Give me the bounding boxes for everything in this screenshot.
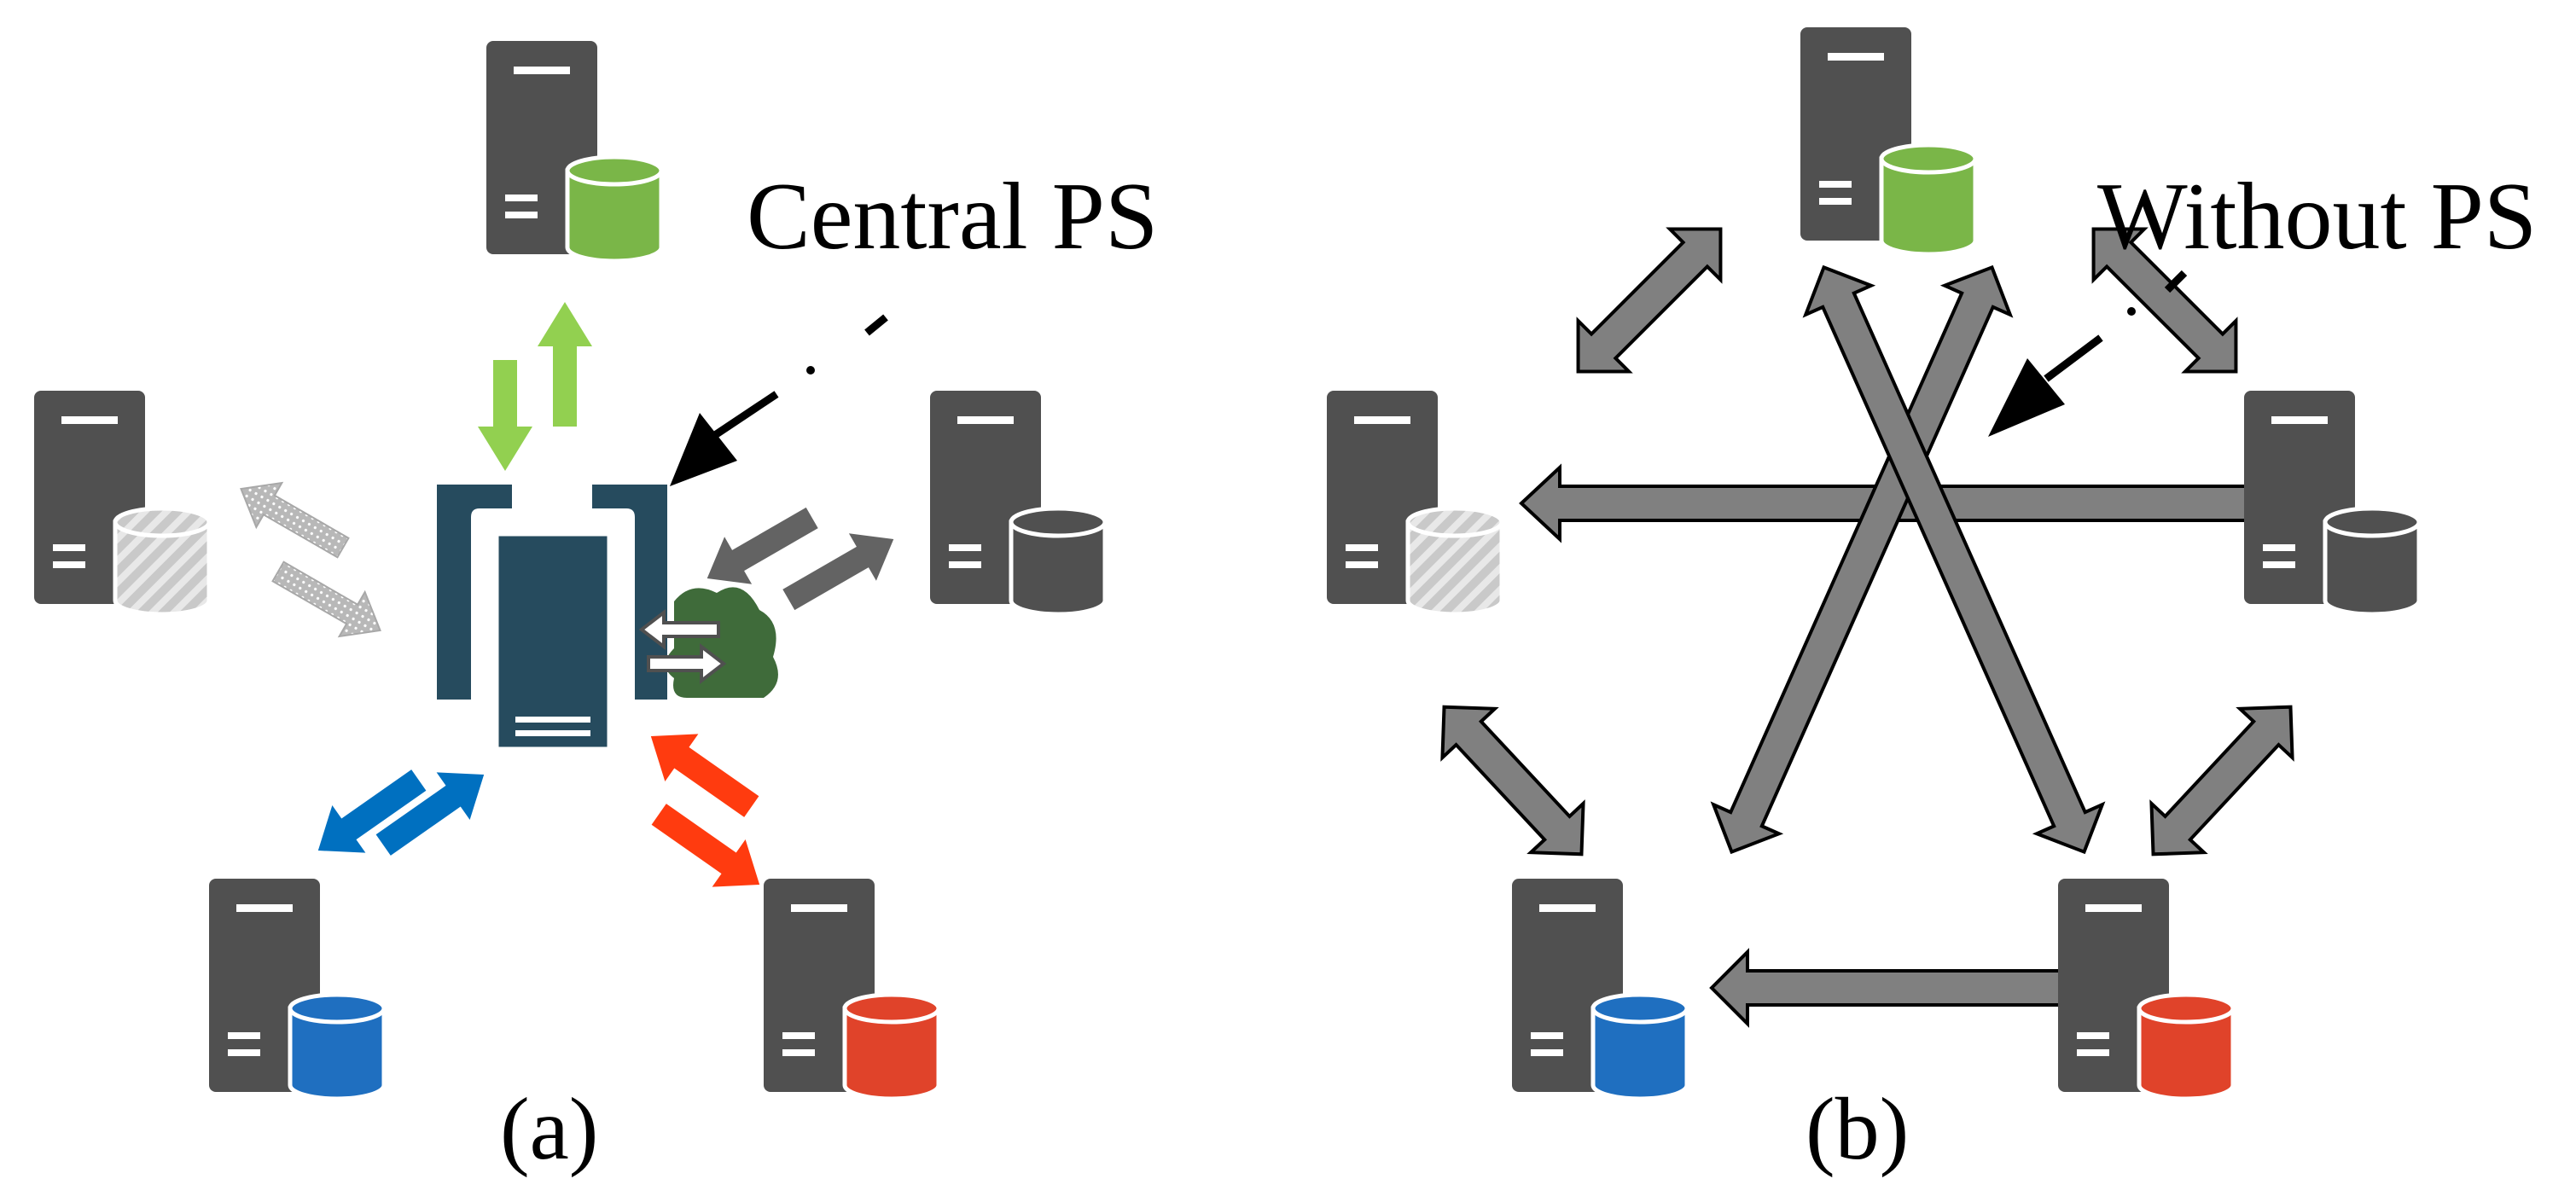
server-left-hatched xyxy=(1327,391,1504,617)
server-left-hatched xyxy=(34,391,212,617)
arrow-to-ps xyxy=(707,507,818,584)
caption-a: (a) xyxy=(500,1080,599,1178)
arrow-top-to-bottom-left xyxy=(1710,264,2014,855)
green-arrows xyxy=(478,302,592,471)
database-icon xyxy=(2137,992,2236,1101)
red-arrows xyxy=(650,734,760,887)
arrow-to-red-server xyxy=(651,804,760,887)
caption-b: (b) xyxy=(1806,1080,1910,1178)
database-icon xyxy=(842,992,941,1101)
arrow-to-right-server xyxy=(782,533,894,611)
blue-arrows xyxy=(317,769,485,856)
cloud-icon xyxy=(638,587,778,698)
server-right-dark xyxy=(930,391,1108,617)
server-bottom-left-blue xyxy=(209,879,387,1101)
arrow-up xyxy=(538,302,592,427)
database-icon xyxy=(1590,992,1689,1101)
arrow-to-ps xyxy=(650,734,759,817)
arrow-to-left-server xyxy=(240,481,350,559)
server-bottom-right-red xyxy=(764,879,941,1101)
panel-a xyxy=(34,41,1108,1101)
gray-dotted-arrows xyxy=(240,481,381,638)
central-ps-server xyxy=(437,485,667,752)
mesh-arrows xyxy=(1440,227,2300,1028)
arrow-top-to-left xyxy=(1576,227,1723,374)
pointer-arrow-icon xyxy=(1988,270,2188,437)
server-bottom-left-blue xyxy=(1512,879,1689,1101)
dark-arrows xyxy=(707,507,894,611)
arrow-left-to-bottom-left xyxy=(1440,705,1585,856)
arrow-right-to-bottom-right xyxy=(2149,705,2294,856)
arrow-bottom-left-to-bottom-right xyxy=(1709,948,2107,1028)
pointer-arrow-icon xyxy=(670,314,888,486)
database-icon xyxy=(1879,142,1978,257)
database-icon xyxy=(113,506,212,617)
database-icon xyxy=(565,154,664,264)
arrow-to-ps xyxy=(375,772,485,856)
database-icon xyxy=(288,992,387,1101)
database-icon xyxy=(1405,506,1504,617)
server-top-green xyxy=(486,41,664,264)
arrow-top-to-bottom-right xyxy=(1802,264,2106,855)
arrow-top-to-right xyxy=(2091,227,2238,374)
server-right-dark xyxy=(2244,391,2422,617)
arrow-down xyxy=(478,360,532,471)
without-ps-label: Without PS xyxy=(2097,164,2538,270)
database-icon xyxy=(1009,506,1108,617)
arrow-to-ps xyxy=(271,560,381,638)
server-top-green xyxy=(1800,27,1978,257)
arrow-to-blue-server xyxy=(317,769,427,853)
server-bottom-right-red xyxy=(2058,879,2236,1101)
panel-b xyxy=(1327,27,2422,1101)
central-ps-label: Central PS xyxy=(747,164,1159,270)
database-icon xyxy=(2323,506,2422,617)
sync-icon xyxy=(638,608,727,685)
